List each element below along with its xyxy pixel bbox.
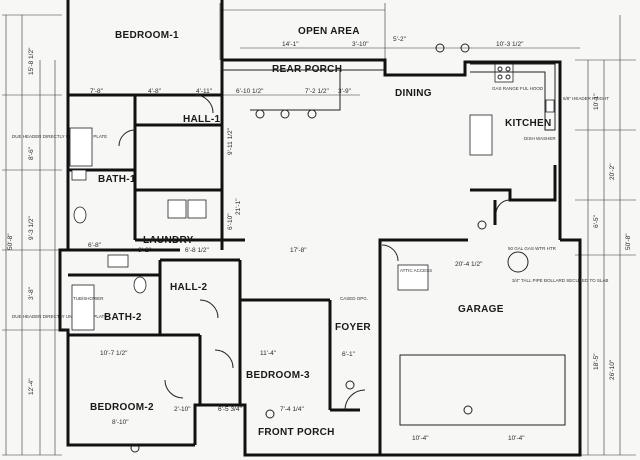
dim-left-12: 12'-4" bbox=[28, 378, 35, 395]
label-bath-2: BATH-2 bbox=[104, 312, 142, 323]
room-labels: BEDROOM-1 OPEN AREA REAR PORCH DINING KI… bbox=[90, 26, 552, 438]
garage-door bbox=[399, 354, 566, 426]
dim-7-4: 7'-4 1/4" bbox=[280, 406, 304, 413]
note-header: 5/8" HEADER HEIGHT bbox=[563, 96, 609, 101]
dim-10-4a: 10'-4" bbox=[412, 435, 429, 442]
shower-icon bbox=[71, 284, 95, 331]
toilet-icon bbox=[73, 206, 87, 224]
dim-10-3: 10'-3 1/2" bbox=[496, 41, 524, 48]
label-laundry: LAUNDRY bbox=[143, 235, 194, 246]
dim-9-11: 9'-11 1/2" bbox=[227, 127, 234, 155]
bath-sink-icon bbox=[71, 169, 87, 181]
dim-5-2: 5'-2" bbox=[393, 36, 407, 43]
dim-4-11: 4'-11" bbox=[196, 88, 213, 95]
attic-access bbox=[397, 264, 429, 291]
note-attic: ATTIC ACCESS bbox=[400, 268, 432, 273]
dim-6-5: 6'-5 3/4" bbox=[218, 406, 242, 413]
door-bedroom1 bbox=[194, 94, 214, 114]
dim-10-4b: 10'-4" bbox=[508, 435, 525, 442]
dim-left-total: 50'-8" bbox=[7, 233, 14, 250]
dim-21-1: 21'-1" bbox=[235, 198, 242, 215]
kitchen-island bbox=[469, 114, 493, 156]
dim-3-9: 3'-9" bbox=[338, 88, 352, 95]
dim-right-6: 6'-5" bbox=[593, 214, 600, 228]
dim-6-1: 6'-1" bbox=[342, 351, 356, 358]
dim-left-15: 15'-8 1/2" bbox=[28, 47, 35, 75]
label-bedroom-2: BEDROOM-2 bbox=[90, 402, 154, 413]
dim-8-10: 8'-10" bbox=[112, 419, 129, 426]
dim-17-8: 17'-8" bbox=[290, 247, 307, 254]
header-note-left: DUE HEADER DIRECTLY UNDER TOP PLATE bbox=[12, 134, 107, 139]
window-tags bbox=[130, 43, 487, 453]
right-dimension-lines: 50'-8" 10'-1" 20'-2" 26'-10" 6'-5" 18'-5… bbox=[575, 15, 636, 456]
water-heater-icon bbox=[507, 251, 529, 273]
note-cased: CASED OPG. bbox=[340, 296, 368, 301]
fixtures bbox=[69, 63, 566, 426]
note-dishwasher: DISH WASHER bbox=[524, 136, 556, 141]
label-dining: DINING bbox=[395, 88, 432, 99]
note-gas-water: 50 GAL GAS WTR HTR bbox=[508, 246, 557, 251]
door-bedroom3 bbox=[214, 349, 234, 369]
note-gas-range: GAS RANGE FUL HOOD bbox=[492, 86, 544, 91]
dim-left-3: 3'-8" bbox=[28, 286, 35, 300]
dim-11-4: 11'-4" bbox=[260, 350, 277, 357]
dim-6-8b: 6'-8 1/2" bbox=[185, 247, 209, 254]
gas-range-icon bbox=[494, 63, 514, 83]
dim-right-total: 50'-8" bbox=[625, 233, 632, 250]
label-bedroom-1: BEDROOM-1 bbox=[115, 30, 179, 41]
exterior-walls bbox=[58, 0, 582, 457]
toilet-2-icon bbox=[133, 276, 147, 294]
dim-6-8: 6'-8" bbox=[88, 242, 102, 249]
label-kitchen: KITCHEN bbox=[505, 118, 552, 129]
dimension-labels: 14'-1" 3'-10" 5'-2" 10'-3 1/2" 7'-8" 4'-… bbox=[88, 36, 525, 442]
note-bollard: 3/4" TALL PIPE BOLLARD SECURED TO SLAB bbox=[512, 278, 608, 283]
label-open-area: OPEN AREA bbox=[298, 26, 360, 37]
dim-4-8: 4'-8" bbox=[148, 88, 162, 95]
dim-3-2: 3'-2" bbox=[138, 247, 152, 254]
doors bbox=[118, 94, 511, 411]
door-bath1 bbox=[118, 129, 136, 147]
dim-2-10: 2'-10" bbox=[174, 406, 191, 413]
door-kitchen bbox=[495, 199, 511, 215]
dim-open-area: 14'-1" bbox=[282, 41, 299, 48]
bathtub-icon bbox=[69, 127, 93, 167]
washer-icon bbox=[167, 199, 187, 219]
dim-6-10: 6'-10 1/2" bbox=[236, 88, 264, 95]
door-bedroom2 bbox=[164, 379, 184, 399]
dim-3-10: 3'-10" bbox=[352, 41, 369, 48]
interior-walls bbox=[68, 60, 557, 412]
vanity-icon bbox=[107, 254, 129, 268]
dim-20-4: 20'-4 1/2" bbox=[455, 261, 483, 268]
dim-left-9: 9'-3 1/2" bbox=[28, 216, 35, 240]
door-garage bbox=[381, 244, 399, 262]
left-dimension-lines: 50'-8" 15'-8 1/2" 8'-6" 9'-3 1/2" 3'-8" … bbox=[2, 14, 107, 456]
label-front-porch: FRONT PORCH bbox=[258, 427, 335, 438]
label-hall-2: HALL-2 bbox=[170, 282, 207, 293]
door-foyer bbox=[344, 389, 366, 411]
label-rear-porch: REAR PORCH bbox=[272, 64, 342, 75]
dim-right-18: 18'-5" bbox=[593, 353, 600, 370]
label-bedroom-3: BEDROOM-3 bbox=[246, 370, 310, 381]
label-bath-1: BATH-1 bbox=[98, 174, 136, 185]
annotations: GAS RANGE FUL HOOD 5/8" HEADER HEIGHT DI… bbox=[73, 86, 609, 301]
dim-7-2: 7'-2 1/2" bbox=[305, 88, 329, 95]
dim-right-20: 20'-2" bbox=[609, 163, 616, 180]
label-hall-1: HALL-1 bbox=[183, 114, 220, 125]
dryer-icon bbox=[187, 199, 207, 219]
dim-left-8: 8'-6" bbox=[28, 146, 35, 160]
kitchen-sink-icon bbox=[545, 99, 555, 113]
dim-7-8: 7'-8" bbox=[90, 88, 104, 95]
label-garage: GARAGE bbox=[458, 304, 504, 315]
dim-right-26: 26'-10" bbox=[609, 359, 616, 380]
dim-right-10: 10'-1" bbox=[593, 93, 600, 110]
door-hall2 bbox=[199, 299, 219, 319]
note-tub-shower: TUB/SHOWER bbox=[73, 296, 104, 301]
label-foyer: FOYER bbox=[335, 322, 371, 333]
dim-6-10b: 6'-10" bbox=[227, 213, 234, 230]
dim-10-7: 10'-7 1/2" bbox=[100, 350, 128, 357]
